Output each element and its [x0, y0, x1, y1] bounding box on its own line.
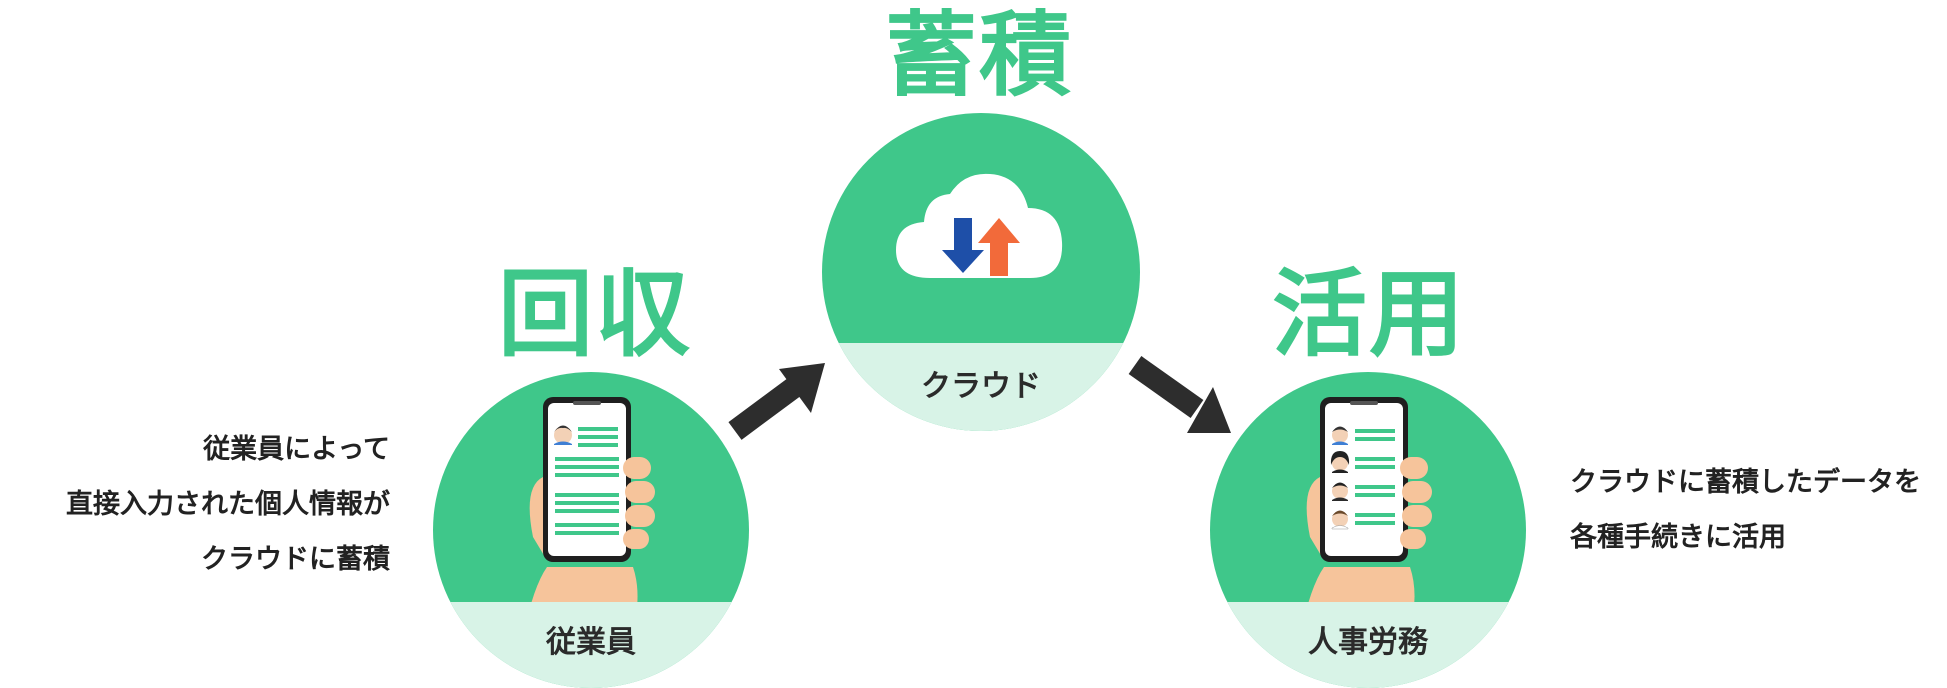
- collect-description: 従業員によって 直接入力された個人情報が クラウドに蓄積: [66, 422, 390, 587]
- employee-label: 従業員: [546, 625, 636, 660]
- employee-label-band: 従業員: [433, 602, 749, 688]
- avatar-icon: [1331, 510, 1349, 530]
- hr-label-band: 人事労務: [1210, 602, 1526, 688]
- hr-label: 人事労務: [1308, 625, 1428, 660]
- hr-circle: 人事労務: [1210, 372, 1526, 688]
- cloud-icon: [896, 173, 1063, 278]
- smartphone-icon: [523, 397, 655, 637]
- avatar-icon: [1330, 451, 1350, 473]
- avatar-icon: [1332, 482, 1348, 501]
- collect-description-line: 直接入力された個人情報が: [66, 489, 390, 520]
- cloud-label-band: クラウド: [822, 343, 1140, 431]
- upload-arrow-icon: [978, 218, 1020, 276]
- utilize-title: 活用: [1272, 260, 1467, 370]
- employee-circle: 従業員: [433, 372, 749, 688]
- cloud-label: クラウド: [921, 369, 1041, 404]
- avatar-icon: [554, 425, 572, 445]
- collect-title: 回収: [498, 260, 693, 370]
- cloud-circle: クラウド: [822, 113, 1140, 431]
- utilize-description-line: 各種手続きに活用: [1570, 522, 1786, 553]
- utilize-description: クラウドに蓄積したデータを 各種手続きに活用: [1570, 455, 1921, 565]
- smartphone-icon: [1300, 397, 1432, 637]
- collect-description-line: クラウドに蓄積: [201, 544, 390, 575]
- collect-description-line: 従業員によって: [203, 434, 390, 465]
- utilize-description-line: クラウドに蓄積したデータを: [1570, 467, 1921, 498]
- flow-arrow-icon: [728, 363, 825, 440]
- flow-arrow-icon: [1128, 356, 1231, 433]
- avatar-icon: [1332, 426, 1348, 445]
- download-arrow-icon: [942, 218, 984, 273]
- store-title: 蓄積: [885, 2, 1074, 109]
